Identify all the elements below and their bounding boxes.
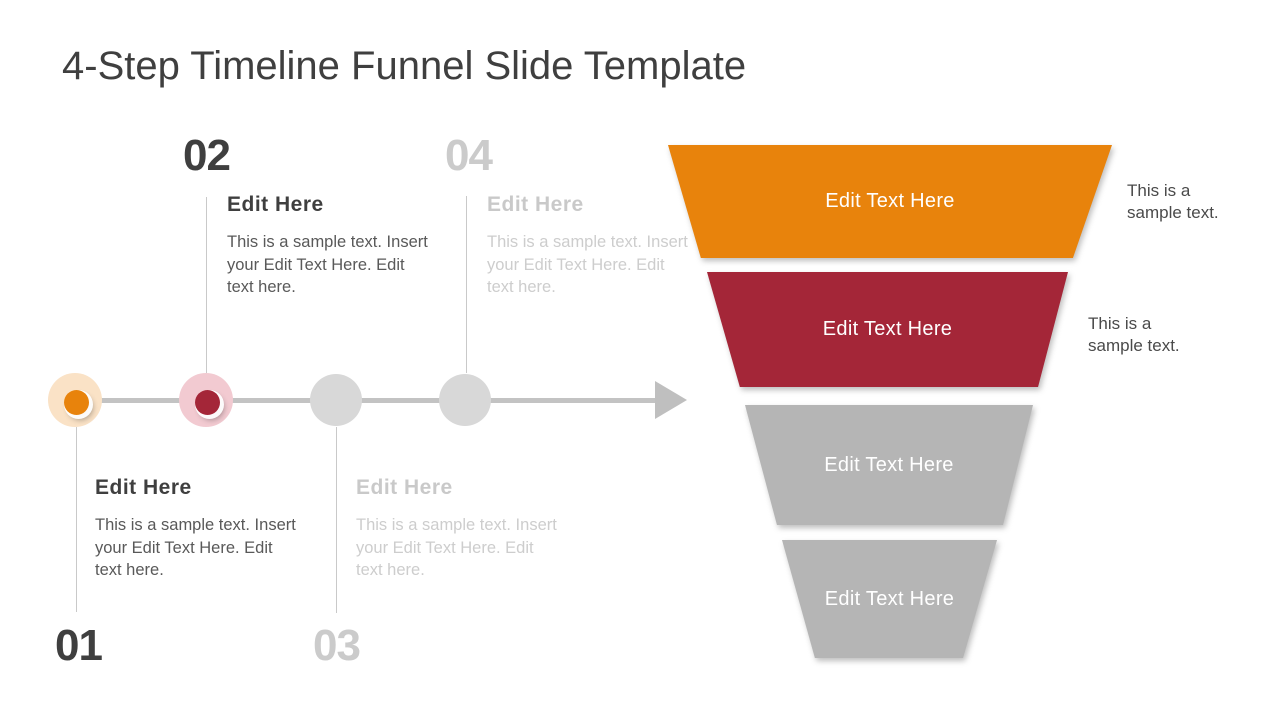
connector-line-step-04 [466, 196, 467, 373]
step-heading-02[interactable]: Edit Here [227, 193, 324, 216]
funnel-segment-2[interactable]: Edit Text Here [707, 272, 1068, 387]
step-text-block-03[interactable]: Edit Here This is a sample text. Insert … [356, 476, 561, 582]
funnel-caption-2: This is a sample text. [1088, 314, 1180, 355]
timeline-dot-step-01 [48, 373, 102, 427]
funnel-caption-1: This is a sample text. [1127, 181, 1219, 222]
timeline-dot-step-03 [310, 374, 362, 426]
step-number-01: 01 [55, 621, 103, 670]
step-text-block-01[interactable]: Edit Here This is a sample text. Insert … [95, 476, 300, 582]
step-heading-03[interactable]: Edit Here [356, 476, 453, 499]
funnel-segment-4-shape[interactable]: Edit Text Here [782, 540, 997, 658]
funnel-segment-3-shape[interactable]: Edit Text Here [745, 405, 1033, 525]
timeline-dot-core-step-01 [63, 389, 89, 415]
timeline-arrow-icon [655, 381, 687, 419]
step-text-block-02[interactable]: Edit Here This is a sample text. Insert … [227, 193, 432, 299]
funnel-segment-2-shape[interactable]: Edit Text Here [707, 272, 1068, 387]
funnel-segment-4[interactable]: Edit Text Here [782, 540, 997, 658]
step-number-04: 04 [445, 131, 493, 180]
step-body-04[interactable]: This is a sample text. Insert your Edit … [487, 233, 688, 296]
connector-line-step-02 [206, 197, 207, 373]
funnel-segment-4-label[interactable]: Edit Text Here [824, 587, 955, 610]
step-heading-01[interactable]: Edit Here [95, 476, 192, 499]
step-number-02: 02 [183, 131, 231, 180]
timeline-dot-step-02 [179, 373, 233, 427]
funnel-segment-2-label[interactable]: Edit Text Here [822, 318, 953, 340]
step-body-02[interactable]: This is a sample text. Insert your Edit … [227, 233, 428, 296]
funnel-segment-3-label[interactable]: Edit Text Here [824, 453, 954, 476]
step-body-01[interactable]: This is a sample text. Insert your Edit … [95, 516, 296, 579]
step-text-block-04[interactable]: Edit Here This is a sample text. Insert … [487, 193, 692, 299]
step-number-03: 03 [313, 621, 361, 670]
slide-title: 4-Step Timeline Funnel Slide Template [62, 44, 747, 88]
connector-line-step-01 [76, 427, 77, 612]
timeline-dot-step-04 [439, 374, 491, 426]
funnel-segment-1-shape[interactable]: Edit Text Here [668, 145, 1112, 258]
timeline-dot-core-step-02 [194, 389, 220, 415]
step-heading-04[interactable]: Edit Here [487, 193, 584, 216]
funnel-segment-1-label[interactable]: Edit Text Here [825, 190, 955, 212]
funnel-segment-1[interactable]: Edit Text Here [668, 145, 1112, 258]
step-body-03[interactable]: This is a sample text. Insert your Edit … [356, 516, 557, 579]
funnel-segment-3[interactable]: Edit Text Here [745, 405, 1033, 525]
connector-line-step-03 [336, 427, 337, 613]
